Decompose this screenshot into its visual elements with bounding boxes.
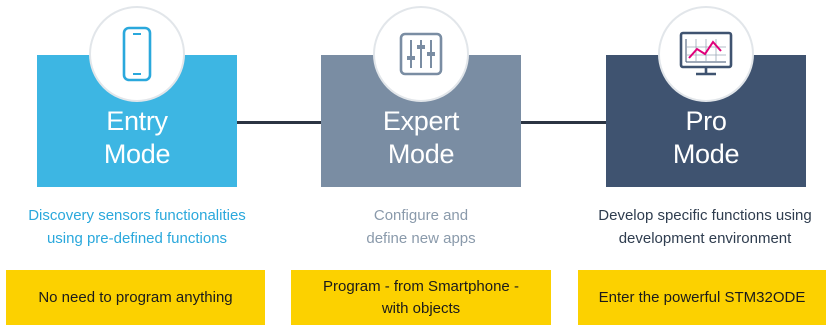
expert-banner: Program - from Smartphone - with objects [291, 270, 551, 325]
pro-banner-line1: Enter the powerful STM32ODE [598, 288, 806, 306]
pro-description: Develop specific functions using develop… [570, 204, 826, 250]
entry-description: Discovery sensors functionalities using … [2, 204, 272, 250]
pro-description-line2: development environment [618, 230, 792, 247]
entry-mode-title-line1: Entry [106, 106, 168, 136]
pro-banner: Enter the powerful STM32ODE [578, 270, 826, 325]
pro-mode-title-line2: Mode [672, 139, 740, 169]
entry-mode-title: Entry Mode [37, 105, 237, 171]
expert-description-line1: Configure and [373, 207, 469, 224]
entry-mode-title-line2: Mode [103, 139, 171, 169]
expert-icon-circle [373, 6, 469, 102]
pro-mode-box: Pro Mode [606, 55, 806, 187]
expert-description-line2: define new apps [366, 230, 476, 247]
expert-banner-line1: Program - from Smartphone - [323, 277, 519, 295]
pro-description-line1: Develop specific functions using [598, 207, 812, 224]
entry-description-line2: using pre-defined functions [46, 230, 228, 247]
expert-mode-title-line2: Mode [387, 139, 455, 169]
expert-mode-title-line1: Expert [382, 106, 460, 136]
smartphone-icon [122, 26, 152, 82]
expert-mode-title: Expert Mode [321, 105, 521, 171]
entry-icon-circle [89, 6, 185, 102]
monitor-chart-icon [679, 31, 733, 76]
entry-description-line1: Discovery sensors functionalities [28, 207, 246, 224]
equalizer-sliders-icon [399, 32, 443, 76]
entry-banner: No need to program anything [6, 270, 265, 325]
expert-description: Configure and define new apps [286, 204, 556, 250]
pro-mode-title: Pro Mode [606, 105, 806, 171]
pro-icon-circle [658, 6, 754, 102]
connector-line-expert-pro [521, 121, 607, 124]
expert-banner-line2: with objects [381, 299, 461, 317]
pro-mode-title-line1: Pro [685, 106, 727, 136]
connector-line-entry-expert [236, 121, 322, 124]
entry-banner-line1: No need to program anything [38, 288, 233, 306]
